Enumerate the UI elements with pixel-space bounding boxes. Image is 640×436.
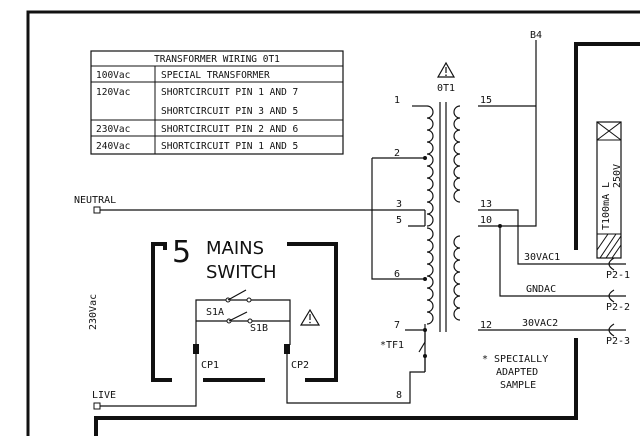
- fuse-rating-line1: T100mA L: [601, 182, 612, 230]
- transformer-wiring-table: TRANSFORMER WIRING 0T1 100Vac SPECIAL TR…: [90, 50, 344, 155]
- pin-label: 8: [396, 390, 402, 401]
- table-row-desc: SHORTCIRCUIT PIN 1 AND 5: [161, 141, 298, 152]
- 30vac2-label: 30VAC2: [522, 318, 558, 329]
- table-row-desc: SHORTCIRCUIT PIN 1 AND 7: [161, 87, 298, 98]
- p2-1-label: P2-1: [606, 270, 630, 281]
- s1a-label: S1A: [206, 307, 224, 318]
- b4-label: B4: [530, 30, 542, 41]
- s1b-label: S1B: [250, 323, 268, 334]
- outer-frame: [26, 10, 640, 436]
- pin-label: 2: [394, 148, 400, 159]
- gndac-label: GNDAC: [526, 284, 556, 295]
- table-row-voltage: 100Vac: [96, 70, 130, 81]
- cp1-label: CP1: [201, 360, 219, 371]
- table-title: TRANSFORMER WIRING 0T1: [154, 54, 280, 65]
- tf1-label: *TF1: [380, 340, 404, 351]
- 30vac1-label: 30VAC1: [524, 252, 560, 263]
- p2-2-label: P2-2: [606, 302, 630, 313]
- table-row-desc: SHORTCIRCUIT PIN 3 AND 5: [161, 106, 298, 117]
- pin-label: 1: [394, 95, 400, 106]
- supply-voltage-label: 230Vac: [88, 294, 99, 330]
- transformer-name: 0T1: [437, 83, 455, 94]
- p2-connector: [606, 257, 626, 337]
- note-line-3: SAMPLE: [500, 380, 536, 391]
- pin-label: 10: [480, 215, 492, 226]
- live-label: LIVE: [92, 390, 116, 401]
- cp2-label: CP2: [291, 360, 309, 371]
- transformer-0t1: 0T1 1 2 3 5 6 7 8 15 13 10 12 *TF1: [380, 61, 492, 401]
- mains-switch-block: 5 MAINS SWITCH S1A S1B CP1 CP2: [151, 235, 338, 382]
- neutral-terminal: [93, 206, 101, 214]
- pin-label: 5: [396, 215, 402, 226]
- mains-switch-title-line1: MAINS: [206, 238, 264, 259]
- table-row-voltage: 230Vac: [96, 124, 130, 135]
- note-line-2: ADAPTED: [496, 367, 538, 378]
- pin-label: 15: [480, 95, 492, 106]
- fuse-component: [596, 121, 622, 259]
- pin-label: 12: [480, 320, 492, 331]
- p2-3-label: P2-3: [606, 336, 630, 347]
- pin-label: 3: [396, 199, 402, 210]
- pin-label: 7: [394, 320, 400, 331]
- live-terminal: [93, 402, 101, 410]
- table-row-desc: SHORTCIRCUIT PIN 2 AND 6: [161, 124, 299, 135]
- pin-label: 6: [394, 269, 400, 280]
- pin-label: 13: [480, 199, 492, 210]
- warning-triangle-icon: [436, 61, 456, 78]
- table-row-voltage: 240Vac: [96, 141, 130, 152]
- fuse-rating-line2: 250V: [612, 164, 623, 188]
- cp1-connector: [193, 344, 199, 354]
- pcb-outline: [574, 42, 640, 250]
- table-row-voltage: 120Vac: [96, 87, 130, 98]
- mains-switch-number: 5: [172, 235, 191, 270]
- warning-triangle-icon: [299, 308, 321, 326]
- neutral-label: NEUTRAL: [74, 195, 116, 206]
- mains-switch-title-line2: SWITCH: [206, 262, 277, 283]
- cp2-connector: [284, 344, 290, 354]
- note-line-1: * SPECIALLY: [482, 354, 548, 365]
- table-row-desc: SPECIAL TRANSFORMER: [161, 70, 270, 81]
